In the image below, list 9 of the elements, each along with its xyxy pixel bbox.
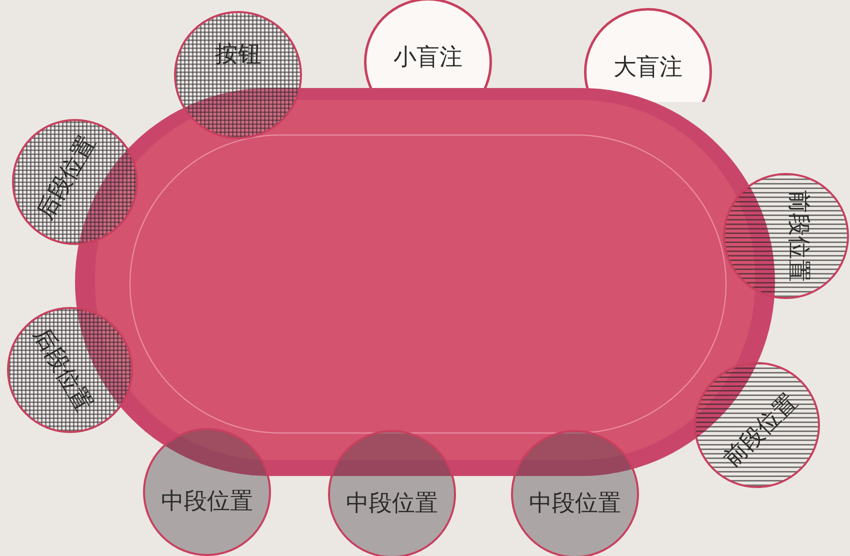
seat-label: 小盲注 [394, 46, 462, 70]
seat-label: 中段位置 [346, 492, 438, 516]
seat-label: 中段位置 [529, 492, 621, 516]
seat-label: 前段位置 [786, 190, 810, 282]
seat-label: 后段位置 [34, 132, 100, 224]
seat-label: 中段位置 [161, 490, 253, 514]
seat-label: 前段位置 [720, 390, 802, 472]
seat-label: 大盲注 [614, 56, 682, 80]
seat-label: 后段位置 [29, 324, 95, 416]
